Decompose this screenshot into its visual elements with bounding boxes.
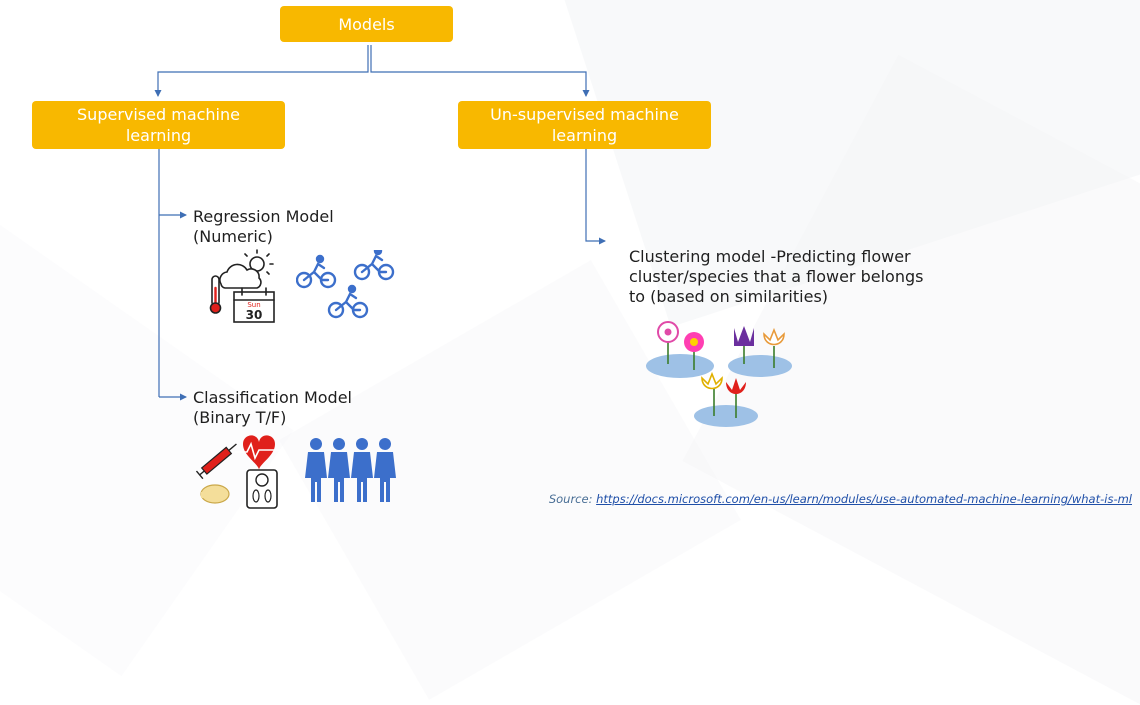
connector-lines bbox=[154, 45, 606, 401]
connector-root-unsupervised bbox=[370, 45, 590, 97]
calendar-date: 30 bbox=[246, 308, 263, 322]
medical-syringe-heart-scale-icon bbox=[195, 435, 281, 509]
flower-clusters-icon bbox=[646, 321, 792, 427]
supervised-learning-label: Supervised machine learning bbox=[77, 105, 240, 145]
cyclists-icon bbox=[296, 250, 395, 319]
unsupervised-learning-label: Un-supervised machine learning bbox=[490, 105, 679, 145]
source-link[interactable]: https://docs.microsoft.com/en-us/learn/m… bbox=[596, 492, 1132, 506]
models-label: Models bbox=[338, 14, 395, 34]
connector-unsupervised-trunk bbox=[585, 149, 606, 245]
clustering-model-label: Clustering model -Predicting flower clus… bbox=[629, 247, 924, 306]
classification-model-label: Classification Model (Binary T/F) bbox=[193, 388, 352, 427]
calendar-day: Sun bbox=[247, 301, 260, 309]
regression-model-label: Regression Model (Numeric) bbox=[193, 207, 334, 246]
unsupervised-learning-node: Un-supervised machine learning bbox=[458, 101, 711, 149]
connector-root-supervised bbox=[154, 45, 369, 97]
people-group-icon bbox=[305, 438, 396, 502]
source-prefix: Source: bbox=[548, 492, 597, 506]
supervised-learning-node: Supervised machine learning bbox=[32, 101, 285, 149]
weather-thermometer-calendar-icon: Sun 30 bbox=[209, 249, 275, 323]
source-citation: Source: https://docs.microsoft.com/en-us… bbox=[549, 492, 1132, 506]
models-node: Models bbox=[280, 6, 453, 42]
